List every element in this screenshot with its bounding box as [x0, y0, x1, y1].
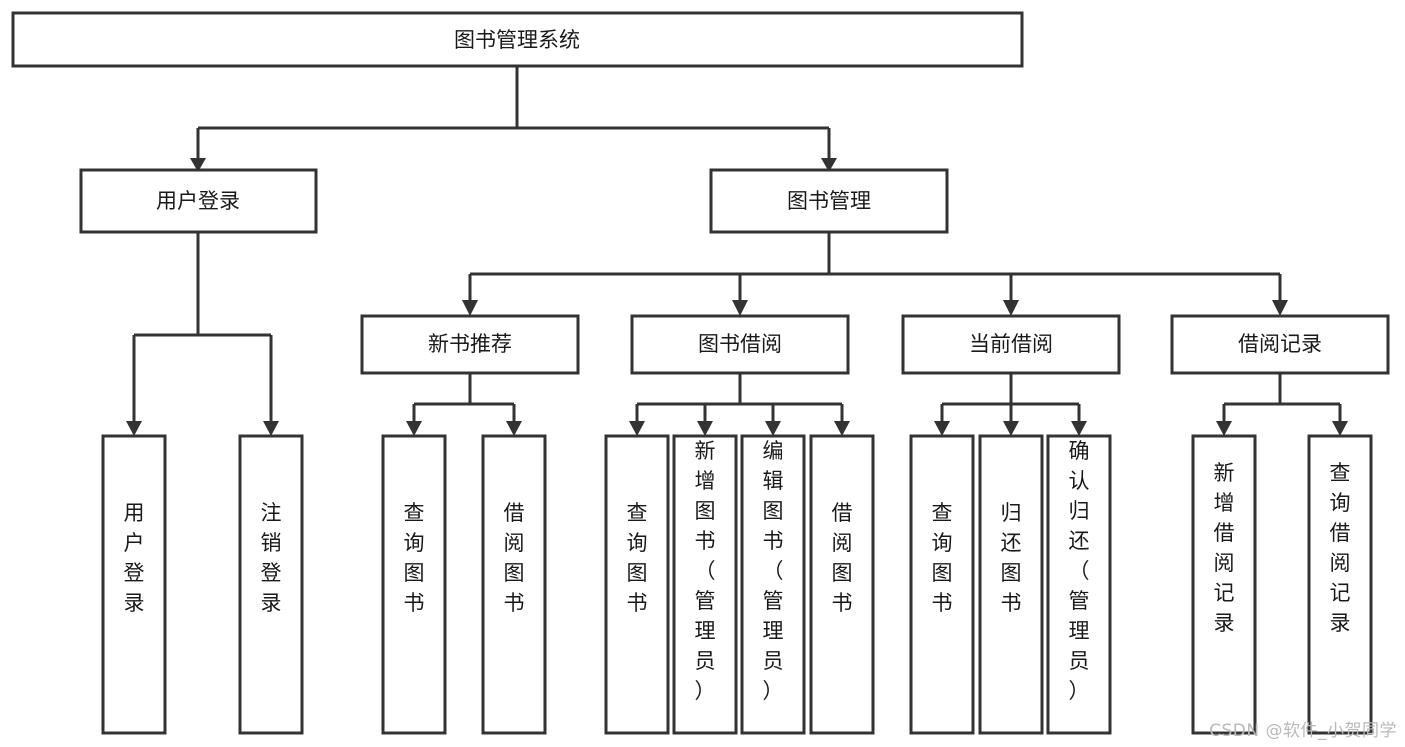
leaf-node[interactable]: 借阅图书 [809, 434, 875, 735]
leaf-node[interactable]: 查询借阅记录 [1307, 434, 1373, 735]
node-current-borrow-label: 当前借阅 [969, 332, 1053, 356]
leaf-label: 注销登录 [261, 501, 282, 615]
node-book-manage[interactable]: 图书管理 [709, 168, 949, 234]
node-book-manage-label: 图书管理 [787, 189, 871, 213]
node-new-book-label: 新书推荐 [428, 332, 512, 356]
leaf-label: 归还图书 [1001, 501, 1022, 615]
leaf-label: 查询图书 [932, 501, 953, 615]
node-borrow-record[interactable]: 借阅记录 [1170, 314, 1390, 375]
leaf-label: 确认归还（管理员） [1069, 439, 1090, 703]
node-root[interactable]: 图书管理系统 [11, 11, 1024, 68]
csdn-watermark: CSDN @软件_小贺同学 [1209, 721, 1397, 741]
leaf-node[interactable]: 注销登录 [238, 434, 304, 735]
node-user-login-label: 用户登录 [156, 189, 240, 213]
node-root-label: 图书管理系统 [454, 28, 580, 52]
leaf-node[interactable]: 用户登录 [101, 434, 167, 735]
node-current-borrow[interactable]: 当前借阅 [901, 314, 1121, 375]
leaf-label: 查询借阅记录 [1330, 461, 1351, 635]
leaf-label: 借阅图书 [504, 501, 525, 615]
node-book-borrow[interactable]: 图书借阅 [630, 314, 850, 375]
leaf-node[interactable]: 查询图书 [909, 434, 975, 735]
leaf-node[interactable]: 查询图书 [381, 434, 447, 735]
leaf-node[interactable]: 归还图书 [978, 434, 1044, 735]
leaf-label: 用户登录 [124, 501, 145, 615]
leaf-node[interactable]: 新增图书（管理员） [672, 434, 738, 735]
leaf-node[interactable]: 查询图书 [604, 434, 670, 735]
leaf-node[interactable]: 新增借阅记录 [1191, 434, 1257, 735]
leaf-node[interactable]: 编辑图书（管理员） [740, 434, 806, 735]
leaf-label: 查询图书 [404, 501, 425, 615]
leaf-label: 新增借阅记录 [1214, 461, 1235, 635]
node-book-borrow-label: 图书借阅 [698, 332, 782, 356]
leaf-label: 新增图书（管理员） [695, 439, 716, 703]
leaf-label: 查询图书 [627, 501, 648, 615]
node-new-book[interactable]: 新书推荐 [360, 314, 580, 375]
connector-layer [126, 66, 1348, 436]
leaf-node[interactable]: 确认归还（管理员） [1046, 434, 1112, 735]
leaf-node[interactable]: 借阅图书 [481, 434, 547, 735]
leaf-label: 编辑图书（管理员） [763, 439, 784, 703]
node-user-login[interactable]: 用户登录 [79, 168, 318, 234]
leaf-label: 借阅图书 [832, 501, 853, 615]
node-borrow-record-label: 借阅记录 [1238, 332, 1322, 356]
